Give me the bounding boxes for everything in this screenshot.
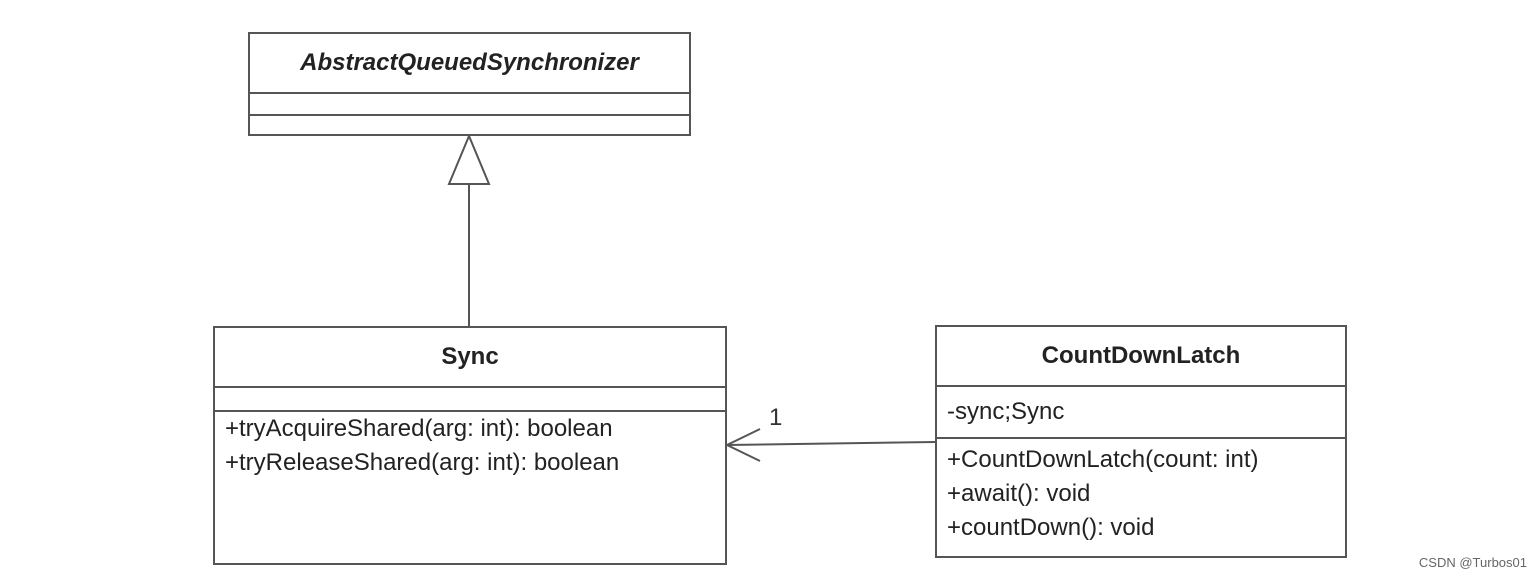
watermark: CSDN @Turbos01 (1418, 555, 1527, 570)
attributes-section (250, 94, 689, 116)
class-name: Sync (215, 328, 725, 388)
method: +tryReleaseShared(arg: int): boolean (225, 449, 620, 476)
association-multiplicity: 1 (769, 404, 783, 431)
class-countdownlatch: CountDownLatch -sync;Sync +CountDownLatc… (935, 325, 1347, 558)
attribute: -sync;Sync (947, 398, 1065, 425)
class-sync: Sync +tryAcquireShared(arg: int): boolea… (213, 326, 727, 565)
method: +await(): void (947, 480, 1091, 507)
attributes-section (215, 388, 725, 412)
method: +tryAcquireShared(arg: int): boolean (225, 415, 613, 442)
class-abstractqueuedsynchronizer: AbstractQueuedSynchronizer (248, 32, 691, 136)
method: +CountDownLatch(count: int) (947, 446, 1259, 473)
methods-section: +tryAcquireShared(arg: int): boolean +tr… (215, 412, 725, 563)
methods-section: +CountDownLatch(count: int) +await(): vo… (937, 439, 1345, 556)
class-name: CountDownLatch (937, 327, 1345, 387)
association-arrowhead (724, 428, 761, 462)
attributes-section: -sync;Sync (937, 387, 1345, 439)
association-line (726, 441, 936, 446)
methods-section (250, 116, 689, 134)
generalization-arrowhead (447, 133, 491, 185)
class-name: AbstractQueuedSynchronizer (250, 34, 689, 94)
method: +countDown(): void (947, 514, 1155, 541)
